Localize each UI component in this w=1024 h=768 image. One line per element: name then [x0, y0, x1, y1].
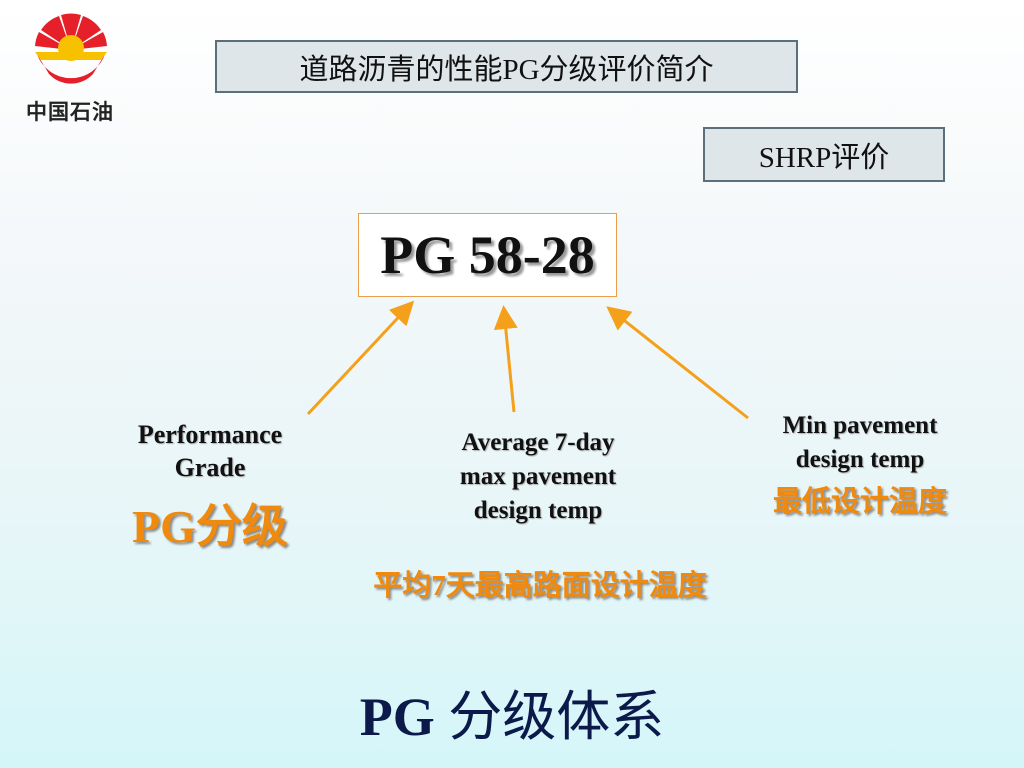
avg-max-temp-line1: Average 7-day	[461, 429, 615, 456]
pg-grade-cn-label: PG分级	[132, 501, 288, 552]
min-temp-cn-label: 最低设计温度	[772, 486, 947, 518]
arrow-min-temp	[606, 306, 749, 420]
performance-grade-line2: Grade	[174, 453, 246, 482]
arrow-performance-grade	[306, 300, 415, 416]
shrp-label-box: SHRP评价	[703, 127, 945, 182]
min-temp-line1: Min pavement	[782, 412, 938, 439]
petrochina-emblem-icon	[35, 13, 107, 84]
avg-max-temp-line3: design temp	[473, 497, 603, 524]
performance-grade-line1: Performance	[137, 420, 283, 449]
min-temp-line2: design temp	[795, 446, 925, 473]
avg-max-temp-line2: max pavement	[459, 463, 617, 490]
arrow-max-temp	[493, 305, 518, 413]
avg-max-temp-label: Average 7-day max pavement design temp	[418, 426, 658, 528]
avg-max-temp-cn-label: 平均7天最高路面设计温度	[373, 570, 707, 602]
pg-system-title: PG 分级体系	[262, 672, 762, 751]
logo-text: 中国石油	[26, 100, 114, 124]
performance-grade-label: Performance Grade	[100, 418, 320, 484]
min-temp-label: Min pavement design temp	[730, 409, 990, 477]
pg-system-title-pg: PG	[359, 687, 435, 747]
slide-title: 道路沥青的性能PG分级评价简介	[215, 40, 798, 93]
petrochina-logo: 中国石油	[14, 6, 126, 124]
pg-system-title-rest: 分级体系	[448, 687, 665, 747]
pg-code-box: PG 58-28	[358, 213, 617, 297]
